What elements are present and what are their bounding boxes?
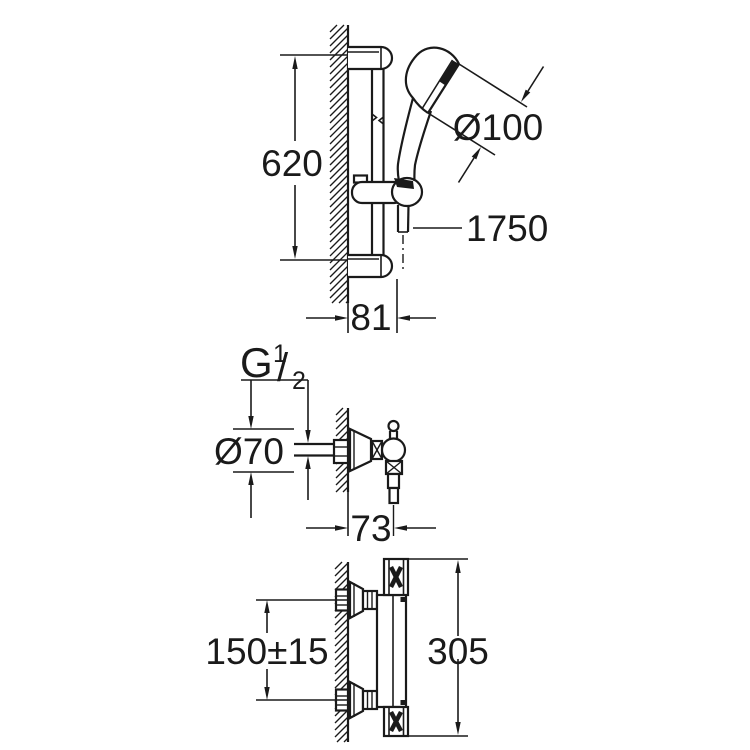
dimension-wall-offset: 81 xyxy=(306,279,436,338)
dim-81-label: 81 xyxy=(350,297,391,338)
valve-body xyxy=(348,419,407,505)
shower-holder-slider xyxy=(350,174,424,208)
shower-rail-tube xyxy=(370,69,385,255)
rail-top-mount xyxy=(348,45,394,71)
outlet-pipe xyxy=(388,486,400,505)
top-handle xyxy=(382,557,410,597)
thread-sub: 2 xyxy=(292,367,306,395)
supply-pipe xyxy=(294,438,350,465)
thread-size-label: G 1 / 2 xyxy=(240,339,308,395)
valve-knob xyxy=(380,437,407,463)
dimension-escutcheon-diameter: Ø70 xyxy=(214,380,294,518)
dimension-hose-length: 1750 xyxy=(413,208,548,249)
dim-1750-label: 1750 xyxy=(466,208,548,249)
figure-valve-top-view: G 1 / 2 Ø70 xyxy=(214,339,436,549)
top-union-nut xyxy=(361,589,379,611)
thread-slash: / xyxy=(277,346,289,390)
dimension-valve-depth: 73 xyxy=(306,492,436,549)
dim-d70-label: Ø70 xyxy=(214,431,284,472)
handle-inner-edge xyxy=(413,110,433,182)
outlet-neck xyxy=(386,472,401,490)
top-escutcheon xyxy=(348,580,365,620)
wall-hatch-top xyxy=(329,24,349,304)
figure-thermostat-top-view: 150±15 305 xyxy=(205,557,489,743)
thread-pointer xyxy=(305,380,311,500)
bottom-handle xyxy=(382,705,410,738)
handle-outer-edge xyxy=(396,97,415,182)
dim-d100-label: Ø100 xyxy=(453,107,544,148)
dimension-connection-distance: 150±15 xyxy=(205,599,347,701)
dim-73-label: 73 xyxy=(350,508,391,549)
dim-305-label: 305 xyxy=(427,631,489,672)
bottom-union xyxy=(334,680,379,720)
dimension-rail-height: 620 xyxy=(261,54,348,261)
hand-shower xyxy=(396,46,460,182)
figure-shower-rail: 620 Ø100 1750 81 xyxy=(261,24,548,338)
thread-letter: G xyxy=(240,339,273,386)
thread-sup: 1 xyxy=(273,340,287,368)
rail-bottom-mount xyxy=(348,253,394,279)
dim-150-label: 150±15 xyxy=(205,631,328,672)
dimension-mixer-width: 305 xyxy=(408,558,489,737)
valve-stem-cap xyxy=(387,419,400,433)
bottom-union-nut xyxy=(361,689,379,711)
dimension-head-diameter: Ø100 xyxy=(427,63,545,183)
thermostat-body xyxy=(375,557,410,738)
shower-hose xyxy=(396,204,410,273)
dim-620-label: 620 xyxy=(261,143,323,184)
bottom-escutcheon xyxy=(348,680,365,720)
escutcheon xyxy=(348,427,373,473)
